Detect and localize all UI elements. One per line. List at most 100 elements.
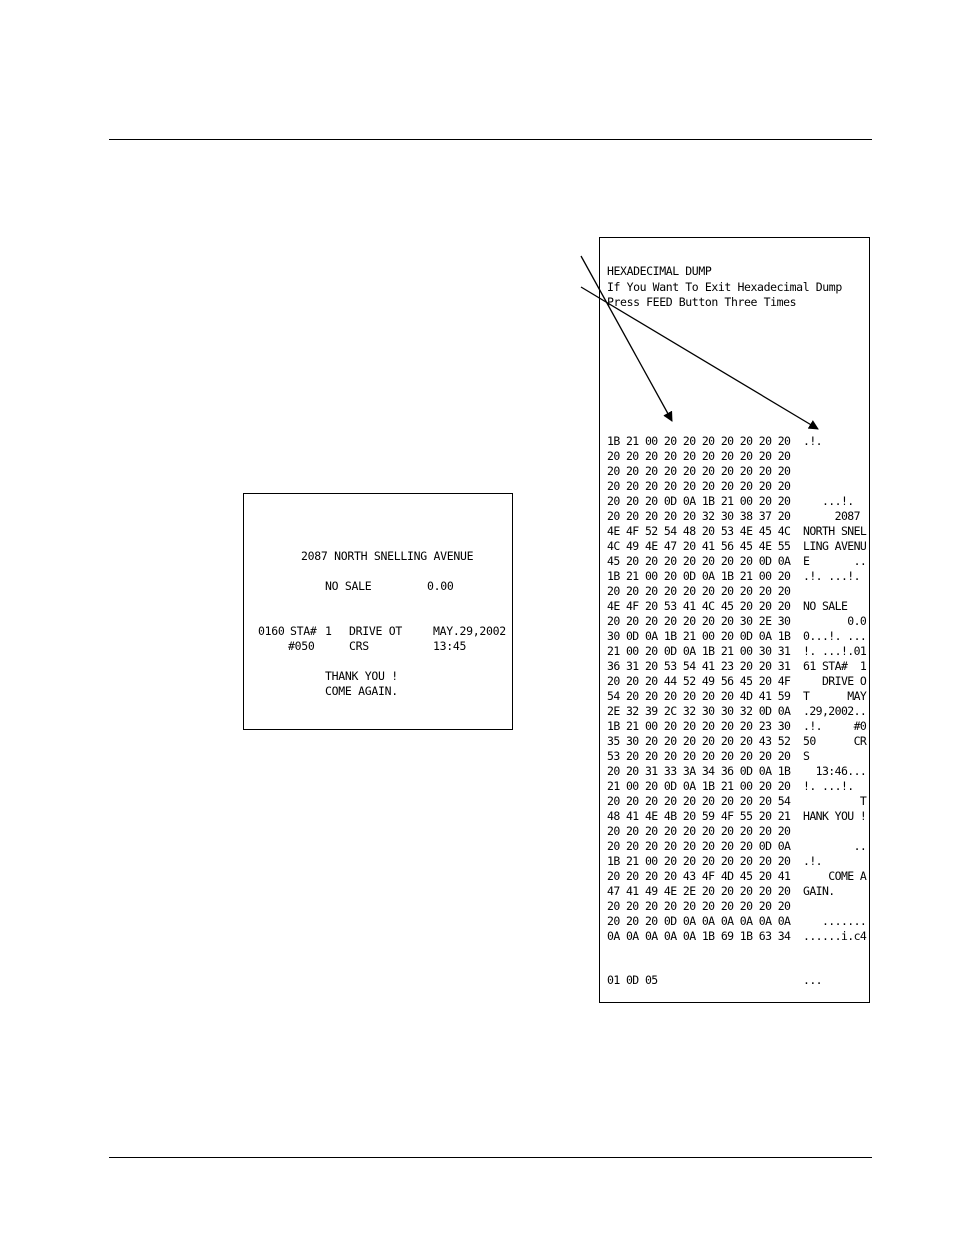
hex-bytes: 36 31 20 53 54 41 23 20 20 31: [607, 659, 791, 673]
hex-dump-row: 48 41 4E 4B 20 59 4F 55 20 21 HANK YOU !: [607, 809, 867, 824]
hex-bytes: 1B 21 00 20 20 20 20 20 20 20: [607, 434, 791, 448]
hex-bytes: 21 00 20 0D 0A 1B 21 00 20 20: [607, 779, 791, 793]
hex-bytes: 20 20 31 33 3A 34 36 0D 0A 1B: [607, 764, 791, 778]
hex-dump-row: 20 20 20 20 20 20 20 20 20 20: [607, 899, 867, 914]
hex-bytes: 48 41 4E 4B 20 59 4F 55 20 21: [607, 809, 791, 823]
hex-bytes: 20 20 20 20 20 20 20 20 20 20: [607, 899, 791, 913]
ascii-chars: NO SALE: [803, 599, 848, 613]
ascii-chars: 13:46...: [803, 764, 867, 778]
hex-dump-row: 20 20 20 0D 0A 0A 0A 0A 0A 0A .......: [607, 914, 867, 929]
hex-dump-row: 20 20 20 20 20 20 20 20 20 20: [607, 584, 867, 599]
hex-bytes: 53 20 20 20 20 20 20 20 20 20: [607, 749, 791, 763]
hex-dump-header: HEXADECIMAL DUMP If You Want To Exit Hex…: [607, 264, 842, 311]
hex-bytes: 20 20 20 20 20 20 20 20 0D 0A: [607, 839, 791, 853]
ascii-chars: T: [803, 794, 867, 808]
receipt-no-sale-amount: 0.00: [427, 579, 454, 593]
hex-dump-row: 20 20 20 20 20 20 20 20 20 20: [607, 449, 867, 464]
hex-dump-row: 1B 21 00 20 20 20 20 20 20 20.!.: [607, 434, 867, 449]
hex-dump-row: 0A 0A 0A 0A 0A 1B 69 1B 63 34......i.c4: [607, 929, 867, 944]
ascii-chars: .29,2002..: [803, 704, 867, 718]
hex-bytes: 30 0D 0A 1B 21 00 20 0D 0A 1B: [607, 629, 791, 643]
hex-dump-row: 4E 4F 52 54 48 20 53 4E 45 4C NORTH SNEL: [607, 524, 867, 539]
hex-bytes: 20 20 20 20 20 20 20 20 20 54: [607, 794, 791, 808]
hex-dump-row: 36 31 20 53 54 41 23 20 20 31 61 STA# 1: [607, 659, 867, 674]
ascii-chars: .!.: [803, 434, 823, 448]
hex-dump-instruction-line-1: If You Want To Exit Hexadecimal Dump: [607, 279, 842, 294]
hex-bytes: 20 20 20 20 20 32 30 38 37 20: [607, 509, 791, 523]
hex-dump-row: 20 20 20 20 20 32 30 38 37 20 2087: [607, 509, 867, 524]
receipt-address: 2087 NORTH SNELLING AVENUE: [301, 549, 474, 563]
ascii-chars: 2087: [803, 509, 861, 523]
ascii-chars: T MAY: [803, 689, 867, 703]
ascii-chars: COME A: [803, 869, 867, 883]
hex-bytes: 1B 21 00 20 0D 0A 1B 21 00 20: [607, 569, 791, 583]
hex-bytes: 20 20 20 0D 0A 1B 21 00 20 20: [607, 494, 791, 508]
receipt-thank-you: THANK YOU !: [325, 669, 398, 683]
ascii-chars: 0.0: [803, 614, 867, 628]
hex-bytes: 1B 21 00 20 20 20 20 20 23 30: [607, 719, 791, 733]
hex-dump-row: 20 20 20 20 20 20 20 20 20 20: [607, 479, 867, 494]
hex-bytes: 45 20 20 20 20 20 20 20 0D 0A: [607, 554, 791, 568]
hex-bytes: 20 20 20 44 52 49 56 45 20 4F: [607, 674, 791, 688]
hex-dump-row: 20 20 20 20 20 20 20 20 0D 0A ..: [607, 839, 867, 854]
hex-dump-row: 20 20 20 0D 0A 1B 21 00 20 20 ...!.: [607, 494, 867, 509]
receipt-date: MAY.29,2002: [433, 624, 506, 638]
ascii-chars: !. ...!.01: [803, 644, 867, 658]
hex-dump-row: 30 0D 0A 1B 21 00 20 0D 0A 1B 0...!. ...: [607, 629, 867, 644]
hex-bytes: 4E 4F 52 54 48 20 53 4E 45 4C: [607, 524, 791, 538]
header-rule: [109, 139, 872, 140]
hex-dump-row: 21 00 20 0D 0A 1B 21 00 30 31 !. ...!.01: [607, 644, 867, 659]
ascii-chars: 50 CR: [803, 734, 867, 748]
receipt-transaction: #050: [288, 639, 315, 653]
hex-bytes: 20 20 20 20 20 20 20 20 20 20: [607, 584, 791, 598]
hex-bytes: 20 20 20 20 20 20 20 20 20 20: [607, 824, 791, 838]
hex-bytes: 4E 4F 20 53 41 4C 45 20 20 20: [607, 599, 791, 613]
hex-bytes: 1B 21 00 20 20 20 20 20 20 20: [607, 854, 791, 868]
ascii-chars: 61 STA# 1: [803, 659, 867, 673]
hex-bytes: 01 0D 05: [607, 973, 658, 987]
ascii-chars: .!. ...!.: [803, 569, 861, 583]
hex-dump-row: 1B 21 00 20 20 20 20 20 23 30 .!. #0: [607, 719, 867, 734]
hex-dump-row: 21 00 20 0D 0A 1B 21 00 20 20!. ...!.: [607, 779, 867, 794]
ascii-chars: LING AVENU: [803, 539, 867, 553]
hex-dump-row: 20 20 20 20 43 4F 4D 45 20 41 COME A: [607, 869, 867, 884]
hex-bytes: 21 00 20 0D 0A 1B 21 00 30 31: [607, 644, 791, 658]
receipt-operator-code: CRS: [349, 639, 369, 653]
hex-bytes: 20 20 20 20 20 20 20 20 20 20: [607, 449, 791, 463]
ascii-chars: DRIVE O: [803, 674, 867, 688]
hex-bytes: 20 20 20 20 20 20 20 20 20 20: [607, 479, 791, 493]
hex-dump-row: 20 20 31 33 3A 34 36 0D 0A 1B 13:46...: [607, 764, 867, 779]
hex-bytes: 2E 32 39 2C 32 30 30 32 0D 0A: [607, 704, 791, 718]
hex-bytes: 20 20 20 20 20 20 20 20 20 20: [607, 464, 791, 478]
ascii-chars: GAIN.: [803, 884, 835, 898]
ascii-chars: NORTH SNEL: [803, 524, 867, 538]
receipt-store-number: 0160: [258, 624, 285, 638]
ascii-chars: ...: [803, 973, 823, 987]
hex-dump-title: HEXADECIMAL DUMP: [607, 264, 712, 278]
hex-dump-row: 01 0D 05 ...: [607, 973, 867, 988]
hex-dump-row: 20 20 20 20 20 20 20 20 20 54 T: [607, 794, 867, 809]
hex-dump-row: 2E 32 39 2C 32 30 30 32 0D 0A .29,2002..: [607, 704, 867, 719]
hex-bytes: 20 20 20 0D 0A 0A 0A 0A 0A 0A: [607, 914, 791, 928]
hex-bytes: 0A 0A 0A 0A 0A 1B 69 1B 63 34: [607, 929, 791, 943]
ascii-chars: HANK YOU !: [803, 809, 867, 823]
hex-dump-row: 53 20 20 20 20 20 20 20 20 20 S: [607, 749, 867, 764]
receipt-no-sale-label: NO SALE: [325, 579, 372, 593]
hex-dump-row: 1B 21 00 20 0D 0A 1B 21 00 20 .!. ...!.: [607, 569, 867, 584]
ascii-chars: .!. #0: [803, 719, 867, 733]
hex-bytes: 20 20 20 20 20 20 20 30 2E 30: [607, 614, 791, 628]
hex-dump-instruction-line-2: Press FEED Button Three Times: [607, 295, 797, 309]
ascii-chars: S: [803, 749, 810, 763]
sample-receipt: 2087 NORTH SNELLING AVENUE NO SALE 0.00 …: [243, 493, 513, 730]
hex-dump-receipt: HEXADECIMAL DUMP If You Want To Exit Hex…: [599, 237, 870, 1003]
hex-dump-row: 20 20 20 44 52 49 56 45 20 4F DRIVE O: [607, 674, 867, 689]
hex-dump-row: 20 20 20 20 20 20 20 20 20 20: [607, 464, 867, 479]
ascii-chars: .!.: [803, 854, 823, 868]
ascii-chars: 0...!. ...: [803, 629, 867, 643]
ascii-chars: ..: [803, 839, 867, 853]
